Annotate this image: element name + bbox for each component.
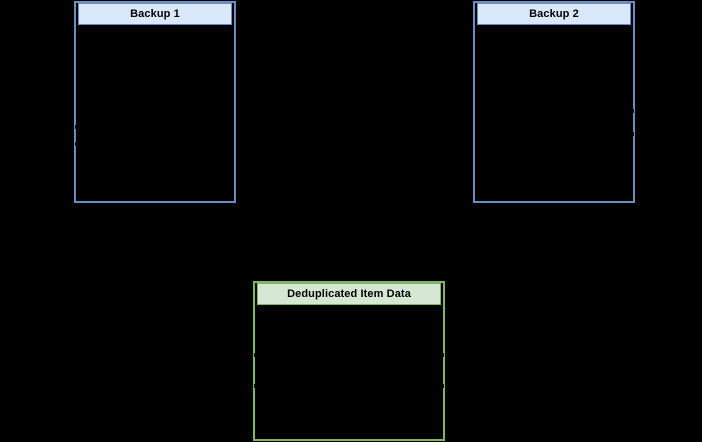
connection-port-right-2[interactable] (440, 353, 444, 357)
node-backup-1[interactable]: Backup 1 (74, 1, 236, 203)
connection-port-left-0[interactable] (75, 125, 79, 129)
node-body-backup-2 (477, 27, 631, 200)
connection-port-right-0[interactable] (630, 109, 634, 113)
node-title-deduplicated-item-data: Deduplicated Item Data (257, 283, 441, 305)
node-title-backup-2: Backup 2 (477, 3, 631, 25)
node-body-backup-1 (78, 27, 232, 200)
connection-port-left-1[interactable] (75, 142, 79, 146)
node-border (74, 1, 236, 203)
node-body-deduplicated-item-data (257, 307, 441, 438)
connection-port-left-1[interactable] (254, 384, 258, 388)
connection-port-left-0[interactable] (254, 353, 258, 357)
node-deduplicated-item-data[interactable]: Deduplicated Item Data (253, 281, 445, 441)
connection-port-right-1[interactable] (630, 132, 634, 136)
connection-port-right-3[interactable] (440, 384, 444, 388)
node-backup-2[interactable]: Backup 2 (473, 1, 635, 203)
node-title-backup-1: Backup 1 (78, 3, 232, 25)
node-border (473, 1, 635, 203)
node-border (253, 281, 445, 441)
